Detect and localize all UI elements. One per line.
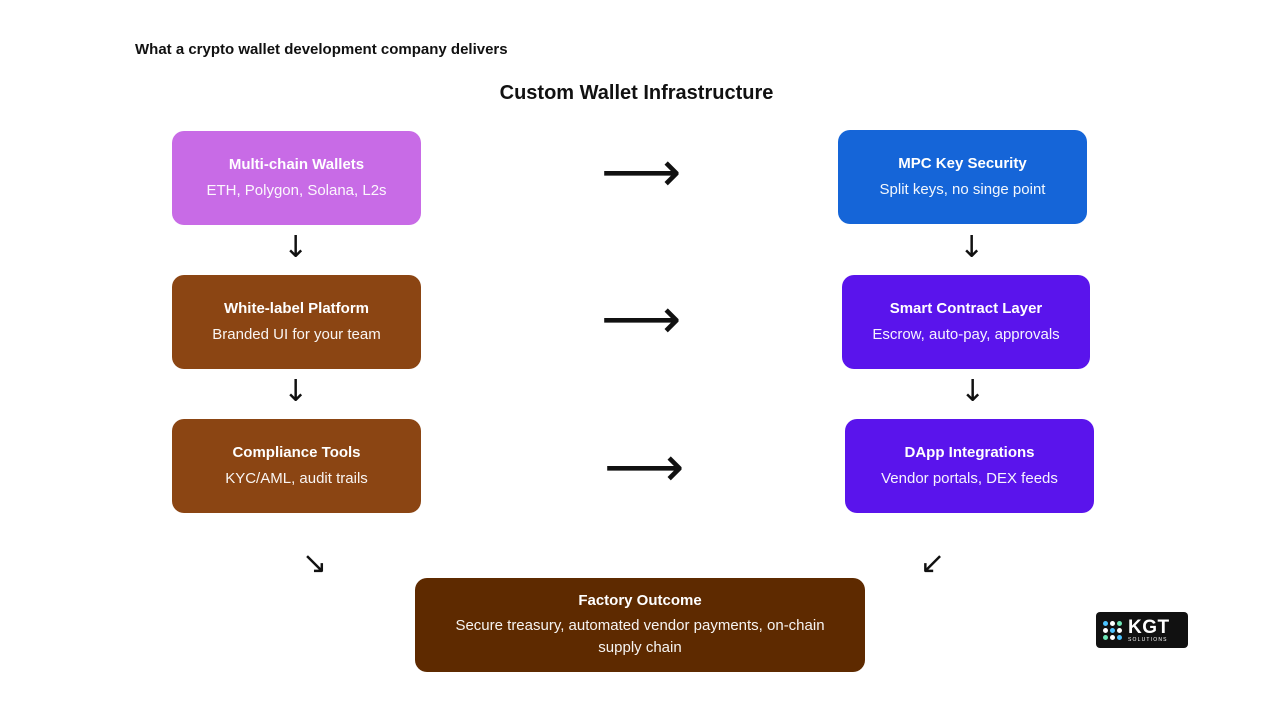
node-title: MPC Key Security bbox=[898, 154, 1027, 172]
right-arrow-icon: ⟶ bbox=[601, 140, 682, 205]
node-subtitle: Split keys, no singe point bbox=[879, 180, 1046, 198]
node-subtitle: ETH, Polygon, Solana, L2s bbox=[206, 181, 387, 199]
node-compliance-tools: Compliance Tools KYC/AML, audit trails bbox=[172, 419, 421, 513]
node-subtitle: Vendor portals, DEX feeds bbox=[881, 469, 1058, 487]
node-smart-contract-layer: Smart Contract Layer Escrow, auto-pay, a… bbox=[842, 275, 1090, 369]
right-arrow-icon: ⟶ bbox=[604, 435, 685, 500]
logo-name: KGT bbox=[1128, 616, 1170, 638]
right-arrow-icon: ⟶ bbox=[601, 287, 682, 352]
logo-subtitle: SOLUTIONS bbox=[1128, 636, 1168, 643]
page-heading: What a crypto wallet development company… bbox=[135, 41, 508, 58]
node-mpc-key-security: MPC Key Security Split keys, no singe po… bbox=[838, 130, 1087, 224]
node-subtitle: Branded UI for your team bbox=[212, 325, 381, 343]
down-arrow-icon: ↓ bbox=[959, 230, 985, 265]
down-arrow-icon: ↓ bbox=[283, 374, 309, 409]
down-right-arrow-icon: ↘ bbox=[302, 546, 328, 581]
node-whitelabel-platform: White-label Platform Branded UI for your… bbox=[172, 275, 421, 369]
node-title: Smart Contract Layer bbox=[889, 299, 1043, 317]
node-subtitle: Secure treasury, automated vendor paymen… bbox=[455, 617, 825, 656]
node-subtitle: KYC/AML, audit trails bbox=[225, 469, 368, 487]
node-title: DApp Integrations bbox=[904, 443, 1035, 461]
node-title: Compliance Tools bbox=[232, 443, 361, 461]
node-dapp-integrations: DApp Integrations Vendor portals, DEX fe… bbox=[845, 419, 1094, 513]
node-title: Factory Outcome bbox=[578, 592, 702, 609]
node-title: Multi-chain Wallets bbox=[228, 155, 365, 173]
logo-dots-icon bbox=[1103, 620, 1122, 640]
down-arrow-icon: ↓ bbox=[283, 230, 309, 265]
node-multichain-wallets: Multi-chain Wallets ETH, Polygon, Solana… bbox=[172, 131, 421, 225]
diagram-title: Custom Wallet Infrastructure bbox=[499, 82, 774, 104]
down-left-arrow-icon: ↙ bbox=[920, 546, 946, 581]
node-subtitle: Escrow, auto-pay, approvals bbox=[872, 325, 1060, 343]
node-factory-outcome: Factory Outcome Secure treasury, automat… bbox=[415, 578, 865, 672]
down-arrow-icon: ↓ bbox=[960, 374, 986, 409]
kgt-logo: KGT SOLUTIONS bbox=[1096, 612, 1188, 648]
node-title: White-label Platform bbox=[223, 299, 369, 317]
